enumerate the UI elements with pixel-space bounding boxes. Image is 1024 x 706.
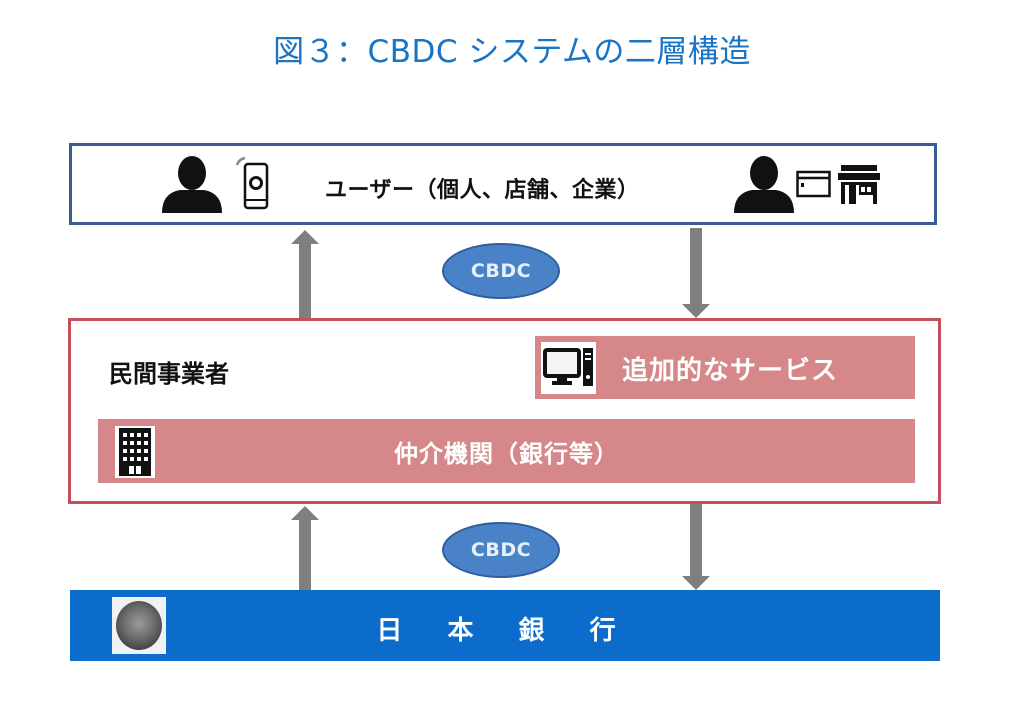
private-layer-label: 民間事業者 — [109, 360, 229, 388]
person-icon — [734, 156, 794, 213]
central-bank-label: 日 本 銀 行 — [376, 616, 634, 646]
intermediary-label: 仲介機関（銀行等） — [394, 440, 619, 468]
cbdc-flow-lower: CBDC — [442, 522, 560, 578]
user-layer-label: ユーザー（個人、店舗、企業） — [325, 178, 640, 203]
intermediary-bar — [98, 419, 915, 483]
down-arrow-icon — [682, 504, 710, 590]
cbdc-flow-upper: CBDC — [442, 243, 560, 299]
office-building-icon — [119, 428, 151, 476]
down-arrow-icon — [682, 228, 710, 318]
smartphone-icon — [235, 156, 269, 210]
card-icon — [796, 170, 831, 198]
up-arrow-icon — [291, 506, 319, 592]
computer-icon — [543, 348, 593, 386]
diagram-title: 図３：CBDC システムの二層構造 — [273, 34, 751, 70]
additional-services-label: 追加的なサービス — [622, 356, 839, 386]
up-arrow-icon — [291, 230, 319, 320]
boj-seal-icon — [116, 601, 162, 650]
person-icon — [162, 156, 222, 213]
store-icon — [838, 165, 880, 204]
additional-services-bar — [535, 336, 915, 399]
central-bank-bar — [70, 590, 940, 661]
